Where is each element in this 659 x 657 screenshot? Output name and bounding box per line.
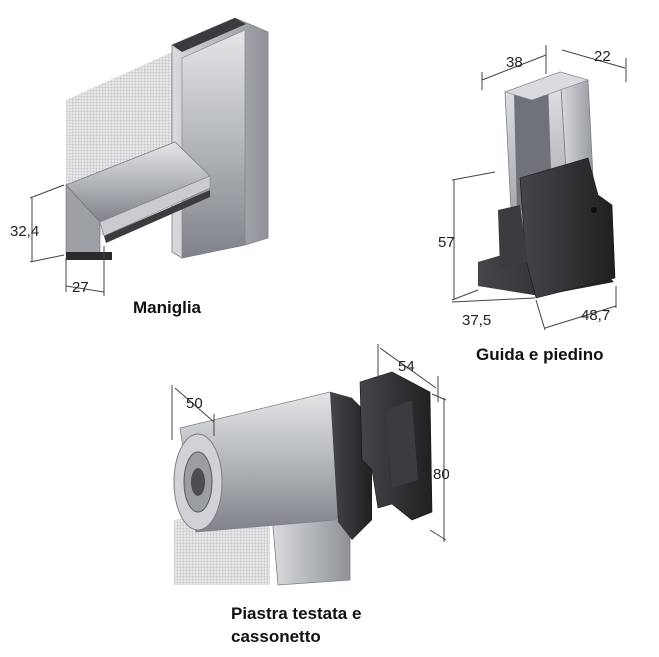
maniglia-group bbox=[65, 17, 269, 260]
guida-dim-base-depth: 48,7 bbox=[581, 307, 610, 324]
maniglia-caption: Maniglia bbox=[133, 298, 202, 317]
guida-rail-top bbox=[504, 71, 589, 101]
piastra-dimension-lines bbox=[171, 344, 447, 542]
maniglia-frame-gasket bbox=[172, 18, 246, 52]
maniglia-dim-height: 32,4 bbox=[10, 223, 39, 240]
guida-dim-base-width: 37,5 bbox=[462, 312, 491, 329]
guida-caption: Guida e piedino bbox=[476, 345, 604, 364]
maniglia-dim-width: 27 bbox=[72, 279, 89, 296]
piastra-caption-line2: cassonetto bbox=[231, 627, 321, 646]
piastra-caption-line1: Piastra testata e bbox=[231, 604, 361, 623]
guida-foot-hole bbox=[591, 207, 597, 213]
piastra-roll-shaft bbox=[191, 468, 205, 496]
piastra-dim-plate-height: 80 bbox=[433, 466, 450, 483]
maniglia-brush-strip bbox=[104, 190, 210, 243]
maniglia-dimension-lines bbox=[29, 184, 105, 296]
guida-foot-wing bbox=[498, 205, 528, 268]
piastra-dim-diameter: 50 bbox=[186, 395, 203, 412]
maniglia-handle-lip bbox=[99, 175, 211, 237]
piastra-plate-bracket bbox=[386, 400, 418, 488]
guida-foot-plate bbox=[519, 157, 616, 299]
guida-dim-height: 57 bbox=[438, 234, 455, 251]
maniglia-frame-face bbox=[181, 29, 246, 259]
guida-group bbox=[478, 71, 616, 299]
maniglia-brush bbox=[66, 252, 112, 260]
guida-dim-top-width: 38 bbox=[506, 54, 523, 71]
piastra-dim-plate-width: 54 bbox=[398, 358, 415, 375]
piastra-group bbox=[173, 371, 433, 586]
guida-dim-top-depth: 22 bbox=[594, 48, 611, 65]
guida-dimension-lines bbox=[451, 45, 627, 331]
